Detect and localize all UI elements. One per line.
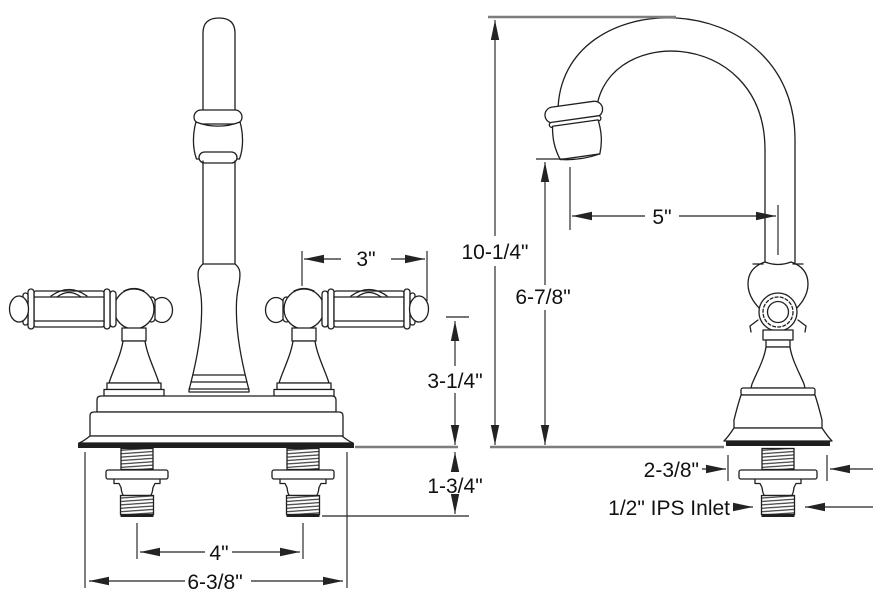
handle-left xyxy=(8,287,174,397)
handle-right xyxy=(264,287,430,397)
aerator-tip xyxy=(544,100,604,161)
spout-column xyxy=(188,17,250,393)
dim-label-inlet: 1/2" IPS Inlet xyxy=(608,497,730,520)
dim-handle-length: 3" xyxy=(301,248,428,301)
dim-label-below-deck: 1-3/4" xyxy=(427,475,482,498)
dim-escutcheon-width: 2-3/8" xyxy=(644,455,873,482)
dim-spout-reach: 5" xyxy=(569,167,776,230)
dim-handle-centers: 4" xyxy=(136,523,304,565)
dim-label-handle-centers: 4" xyxy=(209,542,228,565)
dim-label-handle-length: 3" xyxy=(356,248,375,271)
dim-below-deck: 1-3/4" xyxy=(322,452,483,517)
inlet-shank xyxy=(738,447,818,518)
deck-plate xyxy=(78,395,354,448)
dim-label-base-width: 6-3/8" xyxy=(187,571,242,594)
dim-label-deck-to-handle: 3-1/4" xyxy=(427,370,482,393)
reference-lines xyxy=(355,15,724,449)
side-view xyxy=(544,17,833,518)
dim-outlet-height: 6-7/8" xyxy=(515,158,571,445)
front-view xyxy=(8,17,430,518)
dimension-annotations: 3" 10-1/4" 6-7/8" 5" 3-1/4" xyxy=(84,20,873,594)
dim-label-outlet-height: 6-7/8" xyxy=(515,286,570,309)
handle-end-view xyxy=(758,292,798,332)
right-shank xyxy=(271,447,335,518)
dim-label-overall-height: 10-1/4" xyxy=(462,241,529,264)
dim-overall-height: 10-1/4" xyxy=(462,20,529,445)
valve-body xyxy=(723,261,833,446)
dim-base-width: 6-3/8" xyxy=(84,452,348,594)
dim-deck-to-handle: 3-1/4" xyxy=(427,316,483,445)
dim-label-escutcheon-width: 2-3/8" xyxy=(644,459,699,482)
dim-label-spout-reach: 5" xyxy=(652,206,671,229)
dim-inlet: 1/2" IPS Inlet xyxy=(608,497,873,520)
left-shank xyxy=(105,447,169,518)
gooseneck-spout xyxy=(544,17,796,269)
